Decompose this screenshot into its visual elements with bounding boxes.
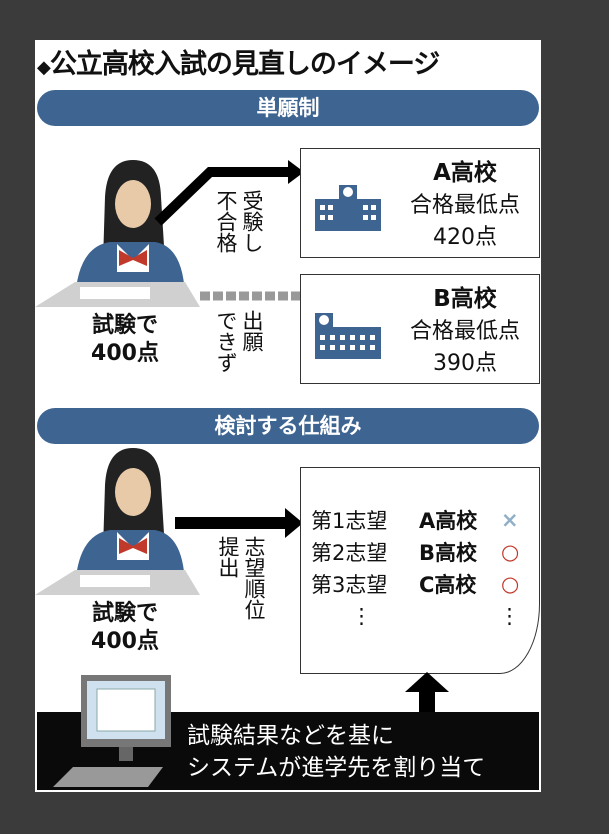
score-line: 試験で: [91, 601, 158, 626]
ellipsis-row: ⋮ ⋮: [311, 600, 520, 632]
min-score-label: 合格最低点: [409, 193, 520, 218]
system-text-line: 試験結果などを基に: [187, 723, 394, 749]
school: A高校: [419, 509, 478, 533]
computer-icon: [53, 675, 171, 787]
school-building-icon: [315, 185, 381, 231]
vertical-line: 志望順位: [242, 536, 266, 620]
pass-circle-icon: ○: [501, 540, 520, 564]
preference-sheet: 第1志望 A高校 × 第2志望 B高校 ○ 第3志望 C高校 ○ ⋮ ⋮: [300, 467, 540, 674]
score-line: 試験で: [91, 313, 158, 338]
fail-cross-icon: ×: [501, 508, 519, 532]
up-arrow: [405, 672, 449, 714]
student-score-1: 試験で 400点: [75, 312, 175, 368]
infographic-panel: ◆公立高校入試の見直しのイメージ 単願制 試験で 400点 受験し 不合格 出願…: [35, 40, 541, 792]
school-name: B高校: [433, 286, 497, 312]
student-score-2: 試験で 400点: [75, 600, 175, 656]
rank: 第3志望: [311, 573, 388, 597]
ellipsis: ⋮: [499, 604, 520, 628]
vertical-line: 出願: [240, 310, 264, 352]
title: ◆公立高校入試の見直しのイメージ: [37, 42, 440, 81]
preference-row: 第2志望 B高校 ○: [311, 536, 520, 568]
school-box-a: A高校 合格最低点 420点: [300, 148, 540, 258]
system-text-line: システムが進学先を割り当て: [187, 755, 486, 781]
vertical-line: できず: [214, 310, 238, 373]
vertical-line: 提出: [216, 536, 240, 578]
fail-label: 受験し 不合格: [213, 190, 265, 253]
vertical-line: 受験し: [240, 190, 264, 253]
vertical-line: 不合格: [214, 190, 238, 253]
rank: 第1志望: [311, 509, 388, 533]
submit-arrow: [175, 508, 303, 538]
school-building-icon: [315, 313, 381, 359]
school-name: A高校: [433, 160, 497, 186]
school: C高校: [419, 573, 477, 597]
section-band-single: 単願制: [37, 90, 539, 126]
min-score-label: 合格最低点: [409, 319, 520, 344]
submit-label: 志望順位 提出: [215, 536, 267, 620]
preference-row: 第3志望 C高校 ○: [311, 568, 520, 600]
min-score-value: 390点: [433, 351, 497, 376]
score-line: 400点: [91, 341, 159, 366]
apply-arrow: [154, 160, 304, 301]
section-band-proposed: 検討する仕組み: [37, 408, 539, 444]
rank: 第2志望: [311, 541, 388, 565]
student-icon: [35, 160, 200, 307]
title-text: 公立高校入試の見直しのイメージ: [49, 49, 440, 80]
blocked-label: 出願 できず: [213, 310, 265, 373]
school-box-b: B高校 合格最低点 390点: [300, 274, 540, 384]
min-score-value: 420点: [433, 225, 497, 250]
ellipsis: ⋮: [351, 604, 372, 628]
title-bullet-icon: ◆: [37, 57, 51, 78]
school: B高校: [419, 541, 478, 565]
score-line: 400点: [91, 629, 159, 654]
pass-circle-icon: ○: [501, 572, 520, 596]
preference-row: 第1志望 A高校 ×: [311, 504, 520, 536]
student-icon: [35, 448, 200, 595]
